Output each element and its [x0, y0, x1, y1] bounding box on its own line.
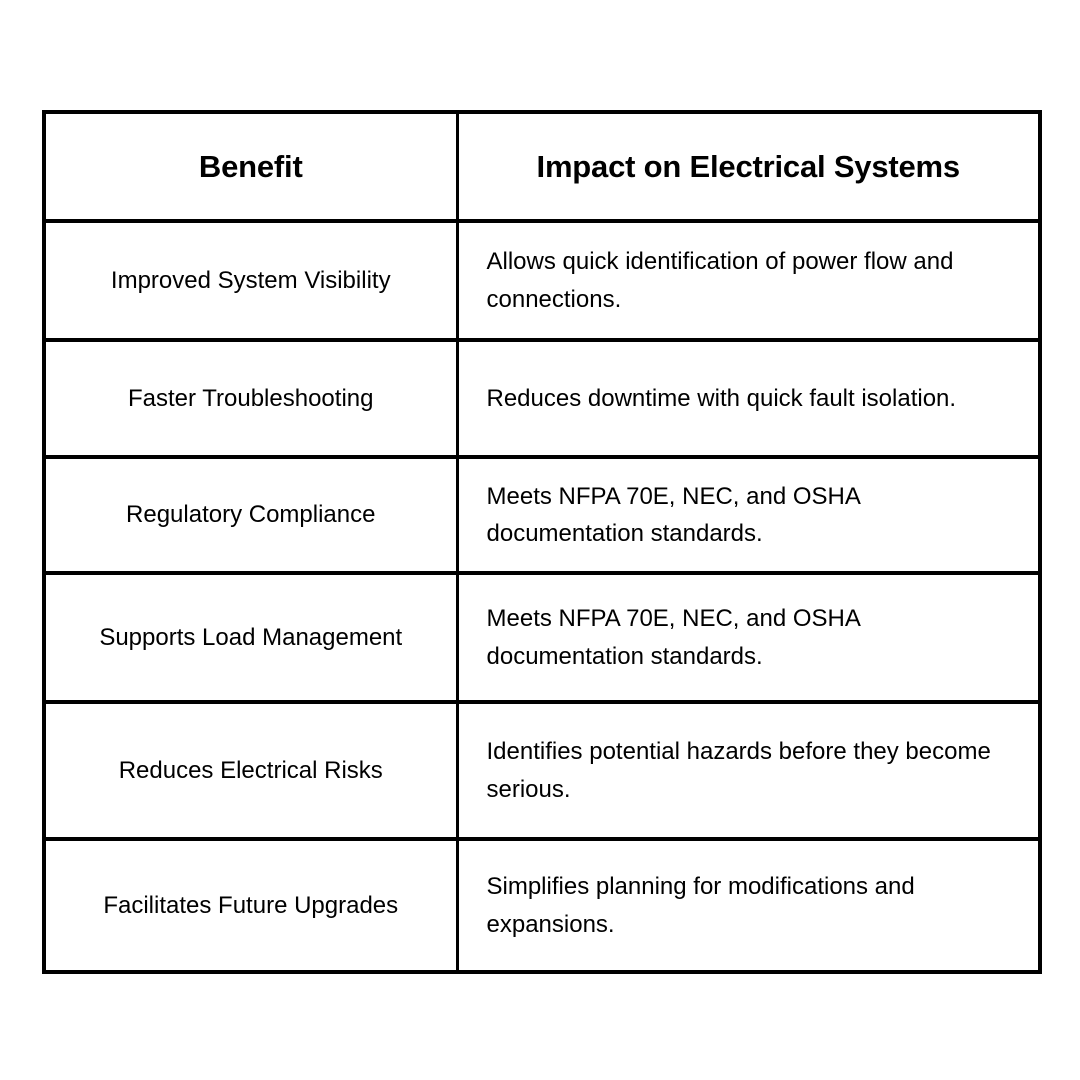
benefits-impact-table: Benefit Impact on Electrical Systems Imp…	[42, 110, 1042, 974]
benefit-text: Faster Troubleshooting	[128, 384, 374, 412]
table-header-row: Benefit Impact on Electrical Systems	[42, 110, 1042, 223]
benefit-text: Improved System Visibility	[110, 266, 391, 294]
column-header-impact: Impact on Electrical Systems	[455, 110, 1042, 223]
impact-text: Identifies potential hazards before they…	[486, 738, 991, 803]
cell-impact: Meets NFPA 70E, NEC, and OSHA documentat…	[455, 571, 1042, 704]
table-row: Facilitates Future Upgrades Simplifies p…	[42, 837, 1042, 974]
table-row: Faster Troubleshooting Reduces downtime …	[42, 338, 1042, 459]
cell-benefit: Regulatory Compliance	[42, 455, 459, 575]
table-row: Improved System Visibility Allows quick …	[42, 219, 1042, 342]
impact-text: Meets NFPA 70E, NEC, and OSHA documentat…	[486, 482, 860, 547]
cell-benefit: Facilitates Future Upgrades	[42, 837, 459, 974]
table-row: Reduces Electrical Risks Identifies pote…	[42, 700, 1042, 841]
table-row: Regulatory Compliance Meets NFPA 70E, NE…	[42, 455, 1042, 575]
cell-impact: Meets NFPA 70E, NEC, and OSHA documentat…	[455, 455, 1042, 575]
cell-impact: Allows quick identification of power flo…	[455, 219, 1042, 342]
column-header-benefit: Benefit	[42, 110, 459, 223]
benefit-text: Facilitates Future Upgrades	[103, 891, 399, 919]
impact-text: Reduces downtime with quick fault isolat…	[486, 384, 957, 412]
impact-text: Allows quick identification of power flo…	[486, 248, 954, 313]
benefit-text: Reduces Electrical Risks	[118, 756, 383, 784]
cell-impact: Reduces downtime with quick fault isolat…	[455, 338, 1042, 459]
table-header: Benefit Impact on Electrical Systems	[42, 110, 1042, 223]
cell-benefit: Improved System Visibility	[42, 219, 459, 342]
cell-benefit: Reduces Electrical Risks	[42, 700, 459, 841]
benefit-text: Supports Load Management	[99, 623, 403, 651]
impact-text: Meets NFPA 70E, NEC, and OSHA documentat…	[486, 605, 860, 670]
benefit-text: Regulatory Compliance	[126, 501, 376, 529]
table-row: Supports Load Management Meets NFPA 70E,…	[42, 571, 1042, 704]
cell-benefit: Faster Troubleshooting	[42, 338, 459, 459]
impact-text: Simplifies planning for modifications an…	[486, 873, 915, 938]
cell-impact: Identifies potential hazards before they…	[455, 700, 1042, 841]
cell-impact: Simplifies planning for modifications an…	[455, 837, 1042, 974]
table-body: Improved System Visibility Allows quick …	[42, 219, 1042, 974]
cell-benefit: Supports Load Management	[42, 571, 459, 704]
